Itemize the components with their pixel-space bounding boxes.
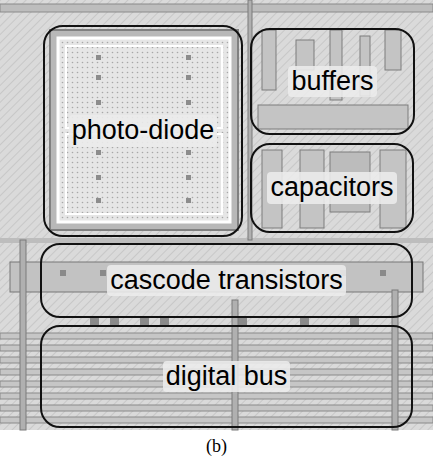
region-box: photo-diode xyxy=(43,25,243,237)
region-label: photo-diode xyxy=(69,115,218,146)
figure-caption: (b) xyxy=(0,436,433,457)
region-box: buffers xyxy=(250,28,415,135)
region-label: buffers xyxy=(288,66,376,97)
region-box: digital bus xyxy=(40,325,413,428)
region-label: cascode transistors xyxy=(107,265,346,296)
region-label: capacitors xyxy=(267,172,396,203)
region-box: capacitors xyxy=(250,143,414,233)
region-box: cascode transistors xyxy=(40,243,413,318)
region-label: digital bus xyxy=(163,361,291,392)
